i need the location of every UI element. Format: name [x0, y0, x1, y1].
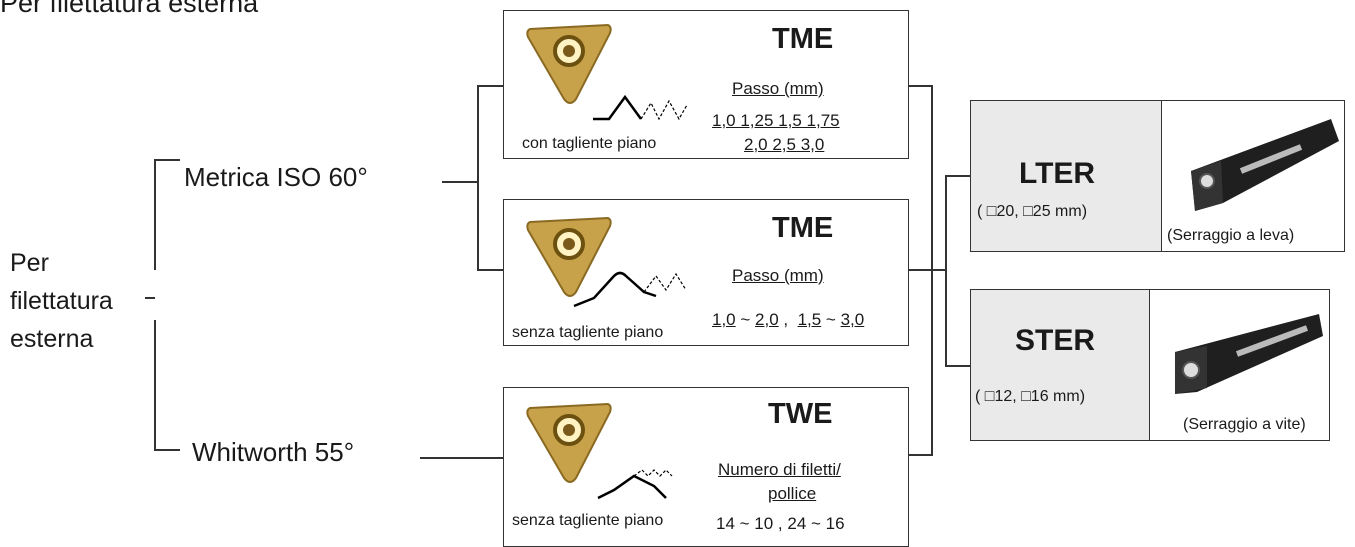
- pitch-range-end-2: 3,0: [840, 310, 865, 329]
- connector-lines: [145, 85, 970, 459]
- holder-code: LTER: [1019, 157, 1096, 190]
- insert-caption: senza tagliente piano: [512, 324, 664, 341]
- holder-info-panel: [971, 101, 1162, 251]
- thread-profile-icon: [573, 271, 687, 308]
- root-to-metric-line: [154, 159, 180, 270]
- root-label-line1: Per: [10, 249, 49, 277]
- spec-label: Passo (mm): [732, 266, 824, 285]
- holder-bracket-line: [945, 175, 970, 367]
- insert-card-tme-flat: con tagliente piano TME Passo (mm) 1,0 1…: [503, 10, 909, 159]
- holder-image: [1191, 119, 1339, 211]
- holder-caption: (Serraggio a leva): [1167, 227, 1295, 244]
- pitch-range-end-1: 2,0: [755, 310, 779, 329]
- root-to-whitworth-line: [154, 320, 180, 451]
- pitch-range-start-1: 1,0: [712, 310, 736, 329]
- page-heading: Per filettatura esterna: [0, 0, 259, 18]
- holder-image: [1175, 314, 1323, 394]
- holder-sizes: ( □20, □25 mm): [977, 203, 1088, 220]
- pitch-range-sep-2: ~: [821, 310, 841, 329]
- pitch-values-row2: 2,0 2,5 3,0: [744, 135, 825, 154]
- spec-label-line1: Numero di filetti/: [718, 460, 841, 479]
- insert-image: [526, 402, 612, 483]
- thread-count-range: 14 ~ 10 , 24 ~ 16: [716, 514, 845, 533]
- spec-label-line2: pollice: [768, 484, 817, 503]
- pitch-range-sep-1: ~: [735, 310, 756, 329]
- insert-caption: con tagliente piano: [522, 135, 657, 152]
- pitch-range: 1,0 ~ 2,0 , 1,5 ~ 3,0: [712, 310, 864, 330]
- insert-card-twe: senza tagliente piano TWE Numero di file…: [503, 387, 909, 547]
- holder-card-lter: LTER ( □20, □25 mm) (Serraggio a leva): [970, 100, 1345, 252]
- spec-label: Passo (mm): [732, 79, 824, 98]
- holder-card-ster: STER ( □12, □16 mm) (Serraggio a vite): [970, 289, 1330, 441]
- pitch-range-start-2: 1,5: [797, 310, 822, 329]
- insert-image: [526, 216, 612, 297]
- insert-caption: senza tagliente piano: [512, 512, 664, 529]
- metric-branch-label: Metrica ISO 60°: [184, 162, 368, 192]
- insert-code: TME: [772, 212, 834, 244]
- pitch-range-comma: ,: [778, 310, 798, 329]
- insert-code: TME: [772, 23, 834, 55]
- holder-caption: (Serraggio a vite): [1183, 416, 1306, 433]
- thread-profile-icon: [597, 469, 673, 500]
- insert-card-tme-noflat: senza tagliente piano TME Passo (mm) 1,0…: [503, 199, 909, 346]
- metric-bracket-line: [477, 85, 503, 271]
- root-label-line3: esterna: [10, 325, 94, 353]
- holder-sizes: ( □12, □16 mm): [975, 388, 1086, 405]
- insert-code: TWE: [768, 398, 833, 430]
- thread-profile-icon: [593, 94, 688, 121]
- root-label: Per filettatura esterna: [10, 244, 113, 358]
- holder-info-panel: [971, 290, 1150, 440]
- root-label-line2: filettatura: [10, 287, 113, 315]
- pitch-values-row1: 1,0 1,25 1,5 1,75: [712, 111, 840, 130]
- whitworth-branch-label: Whitworth 55°: [192, 437, 355, 467]
- holder-code: STER: [1015, 324, 1096, 357]
- insert-image: [526, 23, 612, 104]
